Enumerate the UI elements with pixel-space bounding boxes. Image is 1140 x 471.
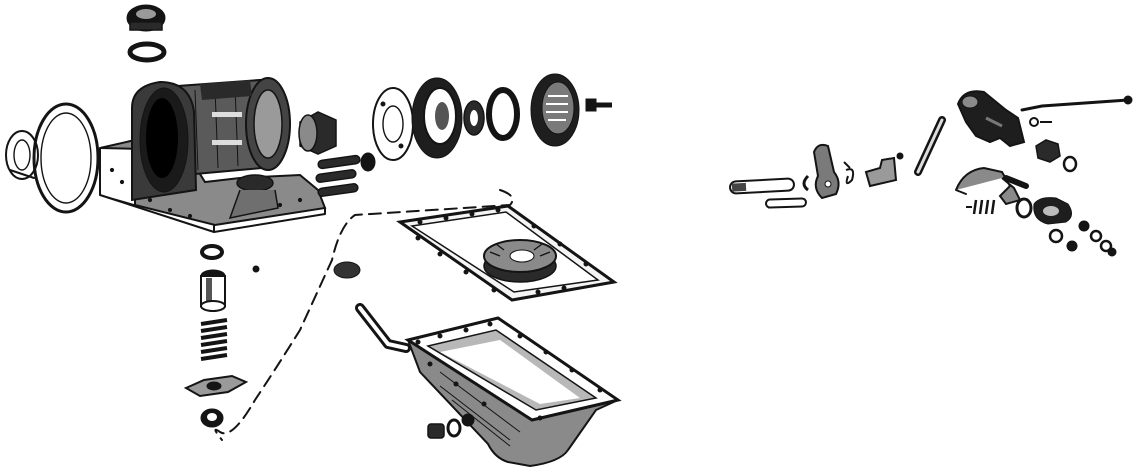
pin — [765, 197, 807, 209]
dowel-pins — [315, 152, 376, 197]
control-rod — [1020, 98, 1130, 112]
valve-ball — [252, 265, 260, 273]
end-ring — [5, 130, 39, 180]
dowel-seal — [333, 261, 361, 279]
relief-valve-spring — [200, 318, 228, 361]
valve-retainer-plate — [183, 374, 249, 398]
bell-housing — [99, 77, 327, 233]
spring — [966, 199, 996, 215]
shift-lever-housing — [956, 90, 1052, 148]
selector-shaft — [729, 177, 795, 195]
oil-pump-cover — [483, 239, 557, 283]
bracket-lever — [955, 166, 1029, 206]
dashed-guide-line — [214, 189, 514, 441]
oil-sump — [404, 316, 622, 468]
gasket-plate — [1015, 197, 1072, 225]
front-gasket — [32, 102, 100, 214]
spring-clip — [843, 161, 855, 185]
rear-cover — [530, 73, 580, 147]
nut — [1035, 139, 1078, 173]
selector-lever — [812, 143, 840, 200]
right-parts-group — [729, 90, 1133, 257]
left-parts-group — [5, 4, 622, 468]
cap-washer — [127, 41, 167, 63]
bearing-housing — [411, 77, 463, 159]
bearing-sleeve — [298, 111, 337, 155]
drain-plug — [427, 418, 462, 439]
valve-washer — [200, 244, 224, 260]
cover-bolt — [585, 98, 612, 112]
filler-cap — [126, 4, 166, 32]
valve-nut — [200, 408, 224, 428]
washers — [1048, 220, 1117, 257]
relief-valve-plunger — [200, 269, 226, 312]
small-lever — [864, 152, 904, 188]
washer — [486, 87, 520, 141]
ring-plate — [372, 87, 414, 161]
circlip — [802, 174, 810, 192]
oil-seal — [463, 100, 485, 136]
link-rod — [914, 116, 946, 176]
